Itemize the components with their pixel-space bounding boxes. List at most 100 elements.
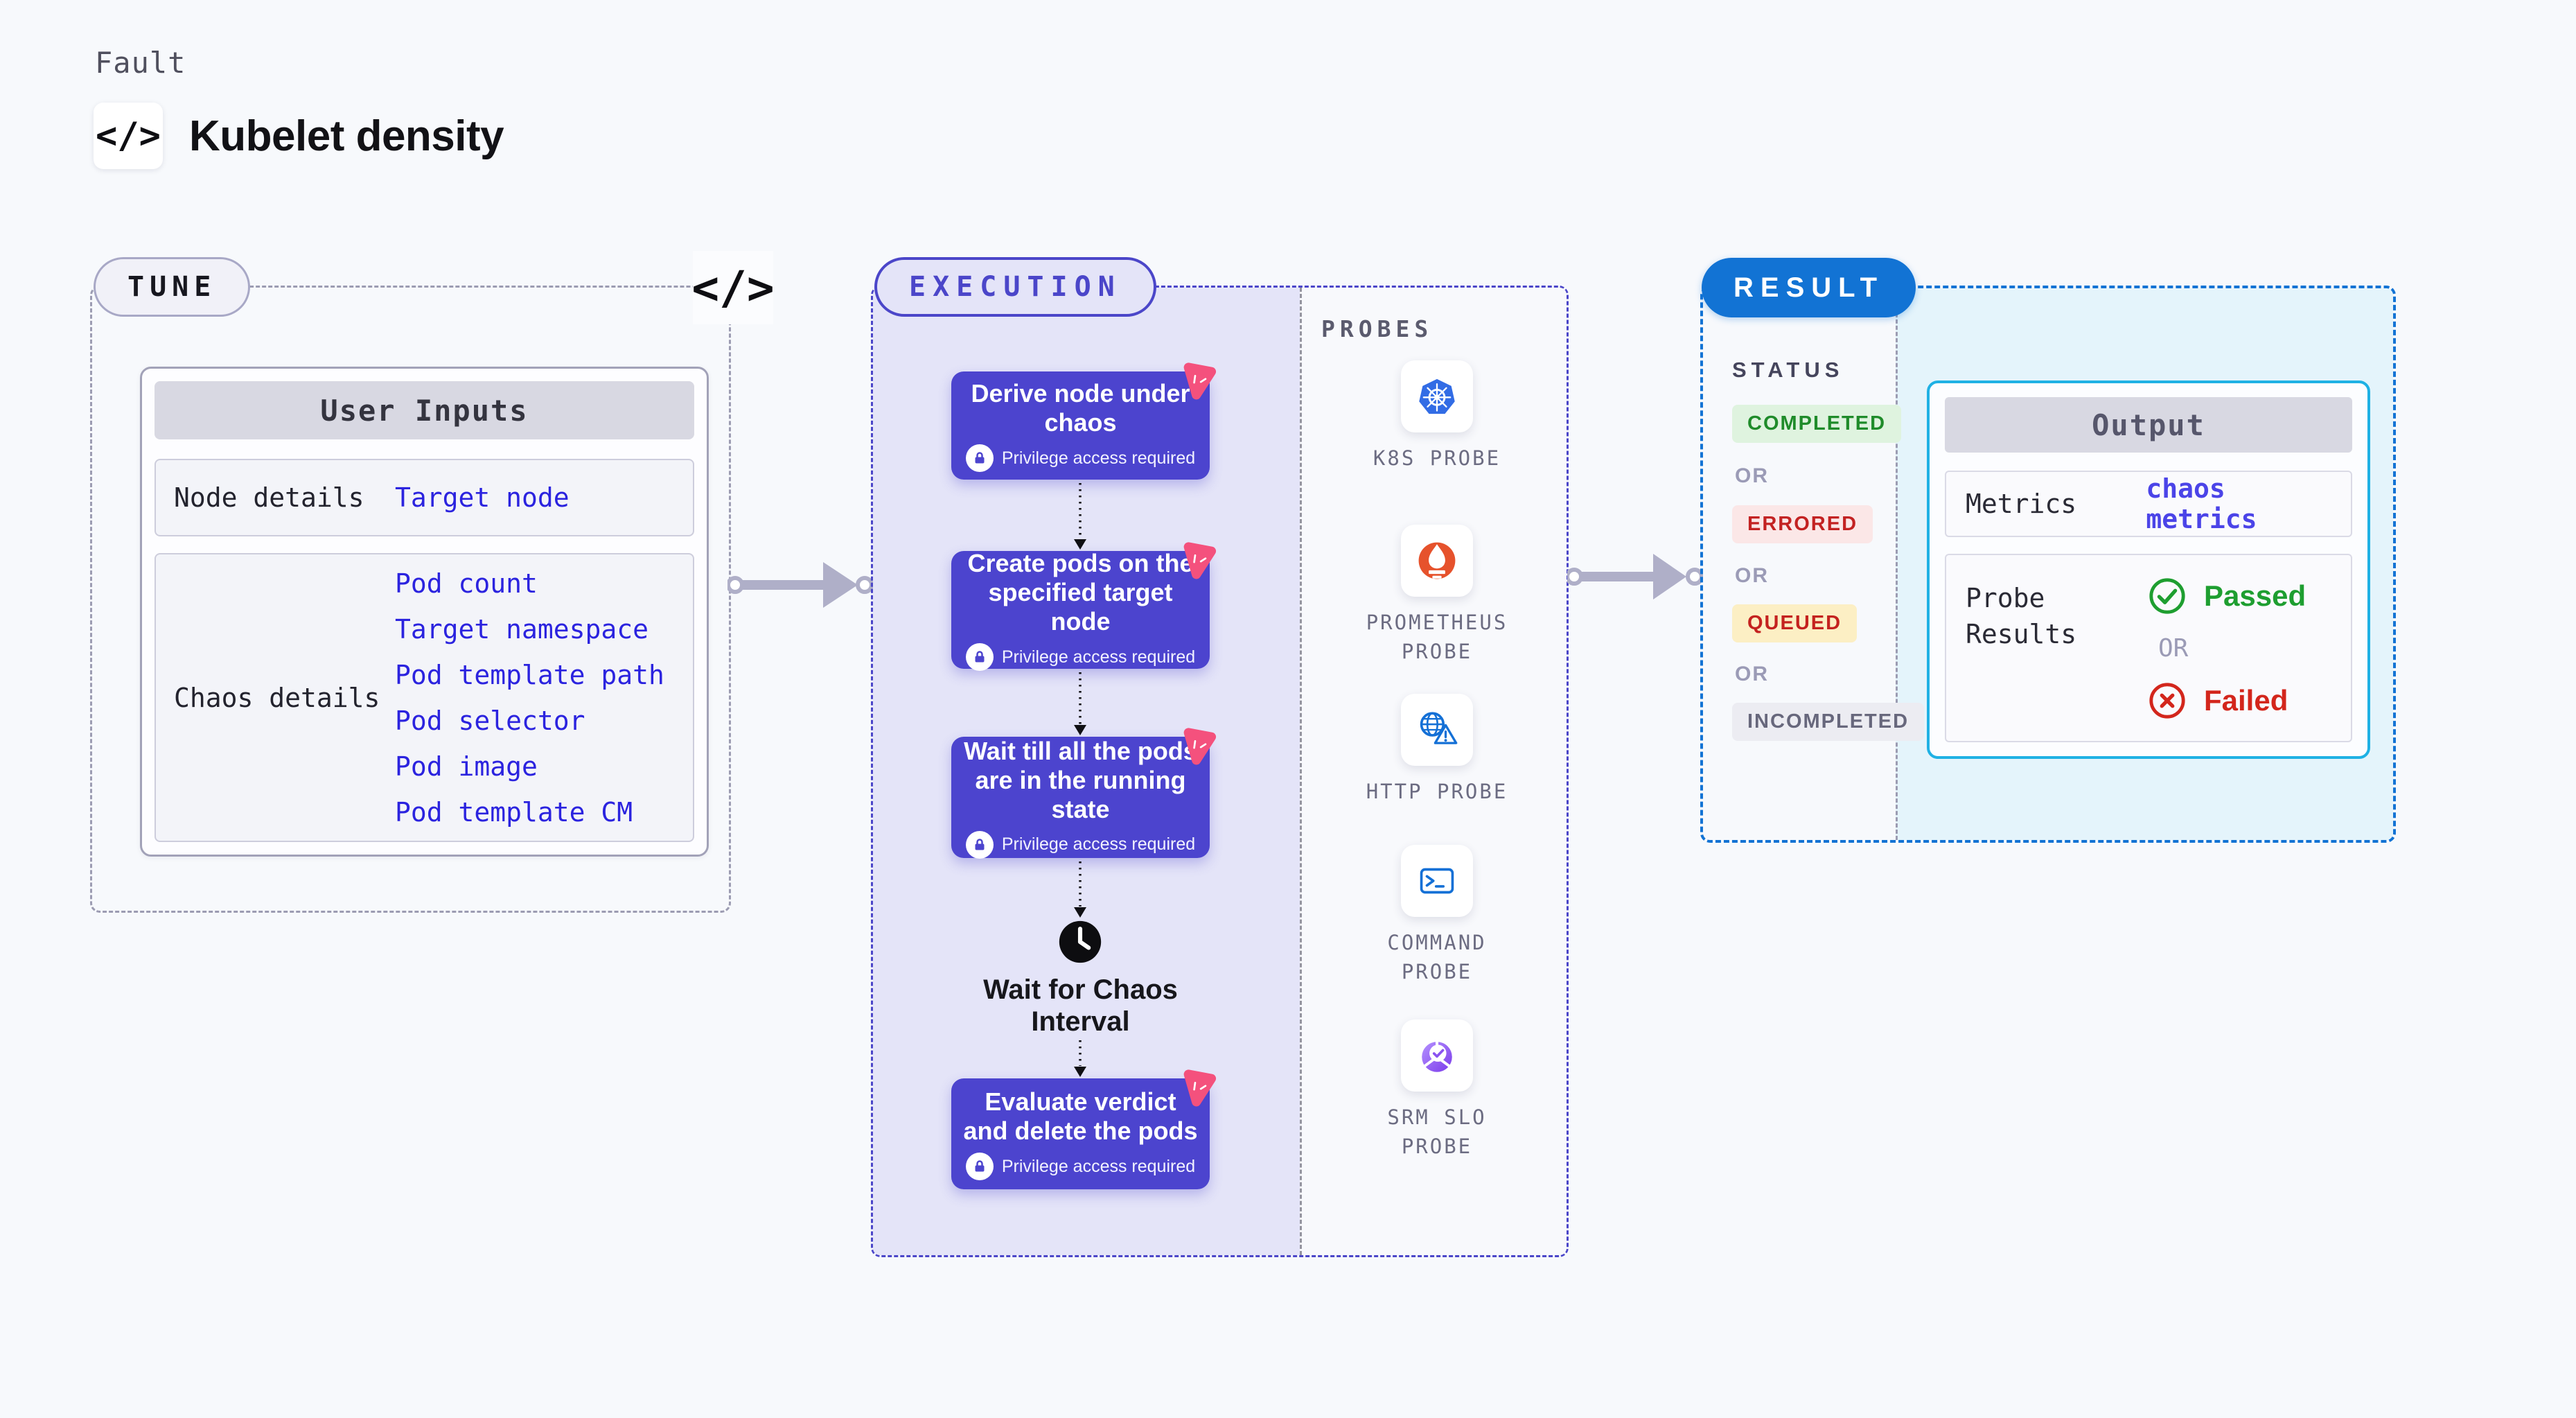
step-title: Wait till all the pods are in the runnin… bbox=[964, 736, 1197, 823]
verdicts: Passed OR Failed bbox=[2147, 576, 2306, 721]
step-title: Create pods on the specified target node bbox=[967, 549, 1194, 636]
probes-panel: PROBES K8S PROBE bbox=[1300, 288, 1567, 1255]
probe-label: SRM SLO PROBE bbox=[1387, 1105, 1487, 1158]
execution-step: Create pods on the specified target node… bbox=[951, 542, 1217, 671]
step-note: Privilege access required bbox=[965, 444, 1196, 472]
down-arrow-icon bbox=[1074, 1040, 1086, 1077]
passed-line: Passed bbox=[2147, 576, 2306, 616]
output-card: Output Metrics chaos metrics Probe Resul… bbox=[1927, 380, 2370, 759]
chaos-logo-icon bbox=[1183, 542, 1217, 579]
step-note: Privilege access required bbox=[965, 643, 1196, 671]
failed-label: Failed bbox=[2204, 684, 2288, 717]
execution-step: Wait till all the pods are in the runnin… bbox=[951, 728, 1217, 859]
result-pill: RESULT bbox=[1702, 258, 1916, 317]
code-icon: </> bbox=[94, 103, 163, 169]
privilege-note: Privilege access required bbox=[1001, 448, 1196, 468]
or-separator: OR bbox=[1735, 663, 1769, 685]
status-badge: INCOMPLETED bbox=[1732, 703, 1925, 741]
probe-results-label: Probe Results bbox=[1966, 583, 2077, 649]
input-link[interactable]: Pod selector bbox=[395, 705, 585, 736]
wait-for-chaos-interval-label: Wait for Chaos Interval bbox=[983, 974, 1178, 1037]
user-inputs-table: User Inputs Node details Target node Cha… bbox=[140, 367, 709, 857]
down-arrow-icon bbox=[1074, 483, 1086, 550]
tune-section: TUNE </> User Inputs Node details Target… bbox=[90, 251, 775, 913]
chaos-logo-icon bbox=[1183, 362, 1217, 400]
privilege-note: Privilege access required bbox=[1001, 834, 1196, 854]
row-values: Pod count Target namespace Pod template … bbox=[395, 554, 664, 841]
chaos-logo-icon bbox=[1183, 1069, 1217, 1107]
input-link[interactable]: Target node bbox=[395, 482, 570, 513]
passed-label: Passed bbox=[2204, 579, 2306, 612]
down-arrow-icon bbox=[1074, 672, 1086, 735]
flow-arrow-icon bbox=[727, 562, 874, 608]
probe-label: PROMETHEUS PROBE bbox=[1366, 611, 1508, 663]
input-link[interactable]: Pod template CM bbox=[395, 796, 633, 828]
execution-pill: EXECUTION bbox=[874, 257, 1156, 317]
probe-label: HTTP PROBE bbox=[1366, 780, 1508, 803]
probe-card bbox=[1401, 845, 1473, 917]
probe-card bbox=[1401, 360, 1473, 432]
status-title: STATUS bbox=[1732, 358, 1844, 382]
step-note: Privilege access required bbox=[965, 1153, 1196, 1180]
check-circle-icon bbox=[2149, 578, 2185, 614]
probes-title: PROBES bbox=[1321, 315, 1433, 342]
privilege-note: Privilege access required bbox=[1001, 1156, 1196, 1176]
chaos-logo-icon bbox=[1183, 728, 1217, 765]
row-label: Node details bbox=[174, 482, 364, 513]
lock-icon bbox=[965, 643, 994, 671]
privilege-note: Privilege access required bbox=[1001, 647, 1196, 667]
or-separator: OR bbox=[1735, 464, 1769, 487]
x-circle-icon bbox=[2149, 683, 2185, 719]
clock-icon bbox=[1057, 919, 1103, 965]
chaos-metrics-link[interactable]: chaos metrics bbox=[2146, 473, 2257, 534]
probe-card bbox=[1401, 525, 1473, 597]
failed-line: Failed bbox=[2147, 681, 2306, 721]
tune-pill: TUNE bbox=[94, 257, 251, 317]
input-link[interactable]: Pod template path bbox=[395, 659, 664, 690]
code-glyph: </> bbox=[96, 115, 161, 157]
output-header: Output bbox=[1945, 397, 2352, 453]
probe-results-row: Probe Results Passed OR bbox=[1945, 554, 2352, 742]
page-title-row: </> Kubelet density bbox=[94, 103, 504, 169]
slo-donut-check-icon bbox=[1422, 1040, 1452, 1072]
metrics-label: Metrics bbox=[1966, 489, 2077, 519]
step-note: Privilege access required bbox=[965, 830, 1196, 859]
status-badge: COMPLETED bbox=[1732, 405, 1902, 443]
probe-card bbox=[1401, 694, 1473, 766]
step-title: Derive node under chaos bbox=[971, 379, 1190, 437]
globe-warning-icon bbox=[1420, 712, 1458, 744]
prometheus-icon bbox=[1418, 542, 1456, 579]
output-panel: Output Metrics chaos metrics Probe Resul… bbox=[1896, 288, 2393, 840]
terminal-icon bbox=[1420, 868, 1454, 894]
probe-label: K8S PROBE bbox=[1373, 446, 1501, 470]
or-separator: OR bbox=[1735, 564, 1769, 587]
user-inputs-header: User Inputs bbox=[155, 381, 694, 439]
metrics-row: Metrics chaos metrics bbox=[1945, 471, 2352, 537]
status-badge: QUEUED bbox=[1732, 604, 1858, 642]
kubernetes-icon bbox=[1419, 378, 1455, 414]
code-icon: </> bbox=[691, 251, 775, 324]
lock-icon bbox=[965, 1153, 994, 1180]
lock-icon bbox=[965, 830, 994, 859]
input-link[interactable]: Target namespace bbox=[395, 613, 649, 645]
execution-step: Evaluate verdict and delete the pods Pri… bbox=[951, 1069, 1217, 1189]
lock-icon bbox=[965, 444, 994, 472]
flow-arrow-icon bbox=[1567, 554, 1703, 599]
table-row: Node details Target node bbox=[155, 459, 694, 536]
status-badge: ERRORED bbox=[1732, 505, 1873, 543]
input-link[interactable]: Pod image bbox=[395, 751, 538, 782]
row-label: Chaos details bbox=[174, 682, 380, 713]
table-row: Chaos details Pod count Target namespace… bbox=[155, 553, 694, 842]
step-title: Evaluate verdict and delete the pods bbox=[963, 1087, 1198, 1145]
probe-card bbox=[1401, 1019, 1473, 1092]
or-separator: OR bbox=[2158, 634, 2189, 663]
input-link[interactable]: Pod count bbox=[395, 568, 538, 599]
execution-section: PROBES K8S PROBE bbox=[871, 257, 1569, 1257]
down-arrow-icon bbox=[1074, 861, 1086, 918]
page-title: Kubelet density bbox=[189, 112, 504, 160]
code-glyph: </> bbox=[691, 261, 775, 315]
fault-eyebrow: Fault bbox=[95, 46, 186, 80]
row-values: Target node bbox=[395, 460, 570, 535]
result-section: Output Metrics chaos metrics Probe Resul… bbox=[1700, 258, 2396, 843]
execution-step: Derive node under chaos Privilege access… bbox=[951, 362, 1217, 480]
